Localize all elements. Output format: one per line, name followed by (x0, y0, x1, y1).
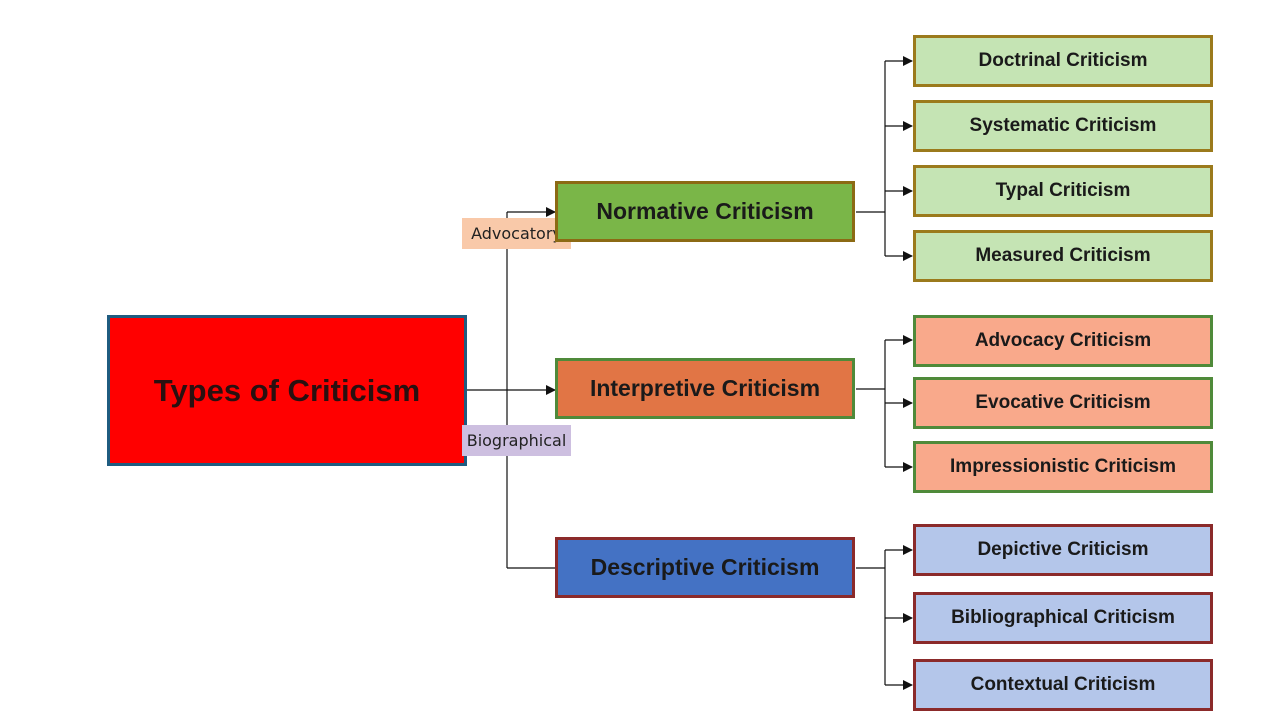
evocative-criticism-node: Evocative Criticism (913, 377, 1213, 429)
impressionistic-criticism-label: Impressionistic Criticism (950, 456, 1176, 477)
measured-criticism-label: Measured Criticism (975, 245, 1151, 266)
contextual-criticism-label: Contextual Criticism (970, 674, 1156, 695)
normative-criticism-node: Normative Criticism (555, 181, 855, 242)
systematic-criticism-node: Systematic Criticism (913, 100, 1213, 152)
biographical-tag: Biographical (462, 425, 571, 456)
measured-criticism-node: Measured Criticism (913, 230, 1213, 282)
descriptive-criticism-label: Descriptive Criticism (590, 554, 820, 580)
bibliographical-criticism-node: Bibliographical Criticism (913, 592, 1213, 644)
depictive-criticism-label: Depictive Criticism (977, 539, 1149, 560)
interpretive-criticism-node: Interpretive Criticism (555, 358, 855, 419)
typal-criticism-label: Typal Criticism (995, 180, 1131, 201)
contextual-criticism-node: Contextual Criticism (913, 659, 1213, 711)
root-node: Types of Criticism (107, 315, 467, 466)
interpretive-criticism-label: Interpretive Criticism (589, 375, 821, 401)
advocatory-tag: Advocatory (462, 218, 571, 249)
advocacy-criticism-label: Advocacy Criticism (974, 330, 1152, 351)
impressionistic-criticism-node: Impressionistic Criticism (913, 441, 1213, 493)
doctrinal-criticism-node: Doctrinal Criticism (913, 35, 1213, 87)
evocative-criticism-label: Evocative Criticism (975, 392, 1151, 413)
doctrinal-criticism-label: Doctrinal Criticism (978, 50, 1148, 71)
bibliographical-criticism-label: Bibliographical Criticism (951, 607, 1175, 628)
typal-criticism-node: Typal Criticism (913, 165, 1213, 217)
root-node-label: Types of Criticism (153, 372, 421, 408)
biographical-tag-label: Biographical (466, 431, 567, 450)
systematic-criticism-label: Systematic Criticism (969, 115, 1157, 136)
descriptive-criticism-node: Descriptive Criticism (555, 537, 855, 598)
normative-criticism-label: Normative Criticism (596, 198, 814, 224)
advocatory-tag-label: Advocatory (471, 224, 562, 243)
depictive-criticism-node: Depictive Criticism (913, 524, 1213, 576)
advocacy-criticism-node: Advocacy Criticism (913, 315, 1213, 367)
